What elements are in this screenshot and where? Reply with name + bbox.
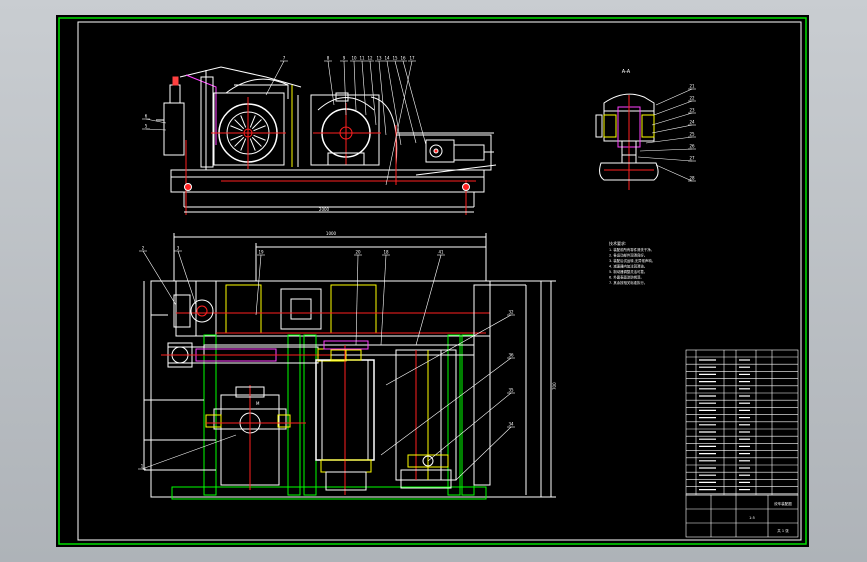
plan-callouts: 2 3 19 20 18 41 32 36 35 34 1: [138, 246, 515, 481]
callout-number: 3: [177, 246, 180, 251]
callout-number: 13: [376, 56, 382, 61]
callout-number: 20: [355, 250, 361, 255]
callout-number: 26: [689, 144, 695, 149]
motor-label: M: [256, 401, 260, 406]
callout-number: 11: [359, 56, 365, 61]
detail-section-view: [595, 93, 659, 190]
parts-list: [685, 349, 799, 496]
callout-number: 2: [142, 246, 145, 251]
callout-number: 16: [400, 56, 406, 61]
callout-number: 24: [689, 120, 695, 125]
callout-number: 15: [392, 56, 398, 61]
callout-number: 21: [689, 84, 695, 89]
detail-callouts: 21 22 23 24 25 26 27 28: [637, 84, 696, 182]
outer-border: [58, 17, 807, 545]
callout-number: 34: [508, 422, 514, 427]
title-block-name: 绞车装配图: [774, 501, 792, 506]
brake-magnet: [163, 102, 185, 156]
plan-brake-wheel: [190, 299, 214, 323]
motor-housing: [213, 92, 285, 166]
front-elevation-view: [156, 66, 497, 215]
note-line: 5. 制动器调整灵活可靠。: [609, 269, 647, 274]
notes-heading: 技术要求:: [609, 240, 626, 246]
callout-number: 18: [383, 250, 389, 255]
callout-number: 10: [351, 56, 357, 61]
plan-rope-guide: [395, 349, 457, 481]
callout-number: 12: [367, 56, 373, 61]
callout-number: 28: [689, 176, 695, 181]
plan-dim-text: 1000: [326, 231, 337, 236]
callout-number: 27: [689, 156, 695, 161]
callout-number: 1: [141, 464, 144, 469]
side-callouts: 65: [142, 114, 167, 131]
callout-number: 9: [343, 56, 346, 61]
title-block-sheet: 共 1 张: [777, 528, 789, 533]
callout-number: 6: [145, 114, 148, 119]
plan-view: [143, 233, 556, 500]
note-line: 3. 装配后试运转,无异常声响。: [609, 258, 655, 263]
reducer-band: [175, 280, 491, 337]
callout-number: 22: [689, 96, 695, 101]
note-line: 6. 外露表面涂防锈漆。: [609, 275, 644, 280]
callout-number: 36: [508, 353, 514, 358]
callout-number: 32: [508, 310, 514, 315]
base-frame: [170, 169, 485, 193]
callout-number: 35: [508, 388, 514, 393]
note-line: 1. 装配前所有零件清洗干净。: [609, 247, 654, 252]
callout-number: 23: [689, 108, 695, 113]
note-line: 4. 减速器内加注润滑油。: [609, 264, 647, 269]
section-label: A-A: [622, 69, 631, 75]
title-block: [685, 494, 799, 538]
title-block-scale: 1:5: [749, 516, 755, 520]
top-dim-text: 2000: [319, 207, 330, 212]
callout-number: 8: [327, 56, 330, 61]
callout-number: 41: [438, 250, 444, 255]
callout-number: 25: [689, 132, 695, 137]
inner-border: [77, 21, 802, 541]
callout-number: 17: [409, 56, 415, 61]
callout-number: 7: [283, 56, 286, 61]
note-line: 7. 其余按相关标准执行。: [609, 280, 647, 285]
right-dim-text: 700: [552, 382, 557, 390]
callout-number: 19: [258, 250, 264, 255]
note-line: 2. 各运动部件润滑良好。: [609, 253, 647, 258]
technical-notes: 技术要求: 1. 装配前所有零件清洗干净。2. 各运动部件润滑良好。3. 装配后…: [609, 240, 655, 285]
callout-number: 5: [145, 124, 148, 129]
callout-number: 14: [384, 56, 390, 61]
